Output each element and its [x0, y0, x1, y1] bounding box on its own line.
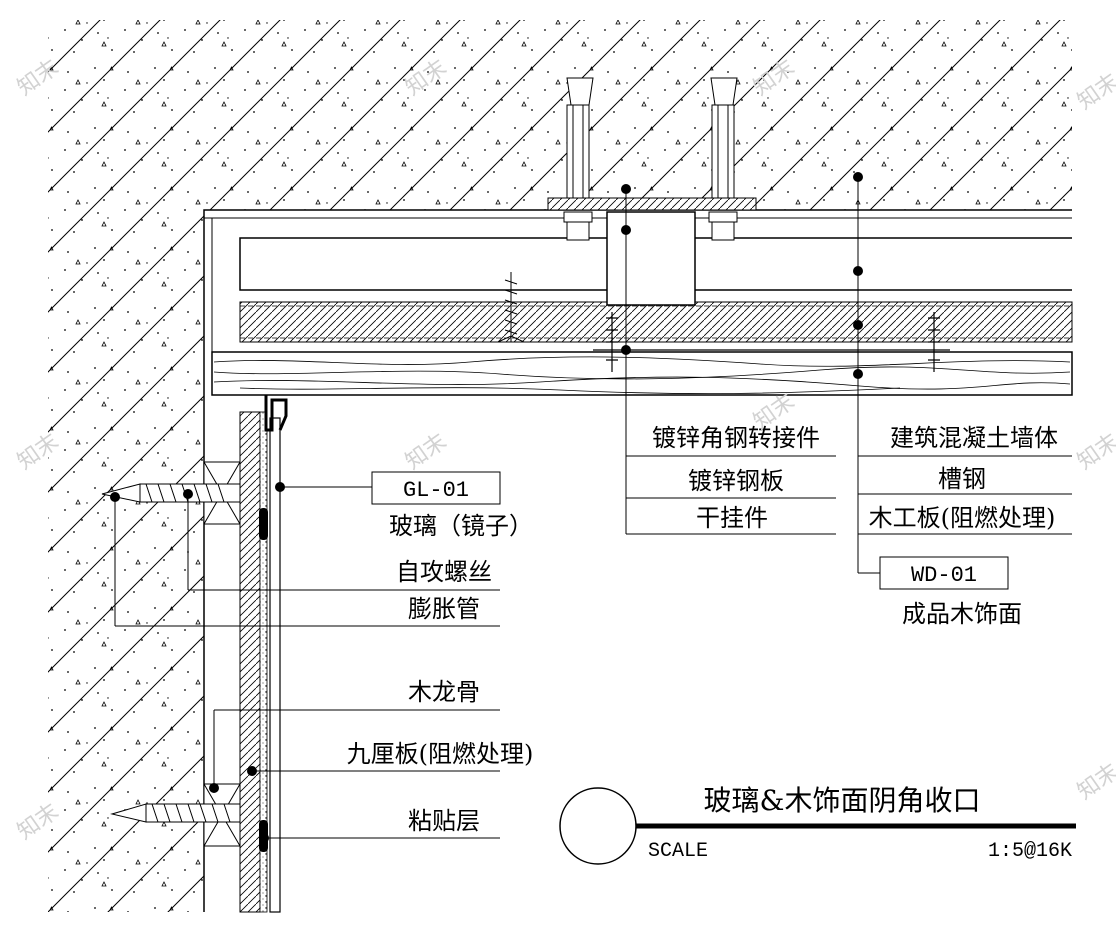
trim-profile: [264, 395, 288, 432]
label-adhesive: 粘贴层: [408, 807, 480, 835]
scale-value: 1:5@16K: [988, 840, 1072, 863]
leader-dots: [110, 172, 863, 843]
blockboard: [239, 301, 1073, 343]
wd-code-box: [879, 556, 1009, 590]
label-anchor: 膨胀管: [408, 595, 480, 623]
adhesive-layer: [259, 411, 268, 913]
watermark-10: 知末: [1073, 759, 1116, 805]
angle-steel-connector: [606, 211, 696, 306]
concrete-wall-edge: [203, 209, 1072, 912]
anchor-bolt-left: [563, 77, 594, 241]
label-steel-plate: 镀锌钢板: [688, 467, 784, 495]
label-wood-finish: 成品木饰面: [902, 600, 1022, 628]
watermark-5: 知末: [401, 429, 451, 475]
watermark-9: 知末: [1073, 429, 1116, 475]
label-wood-keel: 木龙骨: [408, 678, 480, 706]
label-glass: 玻璃（镜子）: [389, 512, 533, 540]
label-gl-code: GL-01: [403, 478, 469, 503]
gl-code-box: [371, 471, 501, 505]
scale-label: SCALE: [648, 840, 708, 863]
label-blockboard: 木工板(阻燃处理): [869, 504, 1056, 532]
wood-finish-panel: [211, 351, 1073, 396]
wood-screw: [497, 272, 525, 343]
dry-hang-bracket: [593, 312, 950, 372]
label-wd-code: WD-01: [911, 563, 977, 588]
expansion-anchor-lower: [110, 803, 241, 823]
label-concrete-wall: 建筑混凝土墙体: [890, 424, 1058, 452]
watermark-8: 知末: [1073, 69, 1116, 115]
adhesive-pad-upper: [259, 508, 268, 540]
label-plywood: 九厘板(阻燃处理): [347, 740, 534, 768]
wood-grain: [213, 356, 1071, 395]
label-screw: 自攻螺丝: [396, 558, 492, 586]
glass-panel: [269, 417, 281, 913]
label-channel-steel: 槽钢: [938, 465, 986, 493]
leader-lines: [114, 177, 1072, 839]
label-dry-hang: 干挂件: [696, 504, 768, 532]
label-steel-connector: 镀锌角钢转接件: [652, 424, 820, 452]
steel-plate: [547, 197, 757, 211]
drawing-title: 玻璃&木饰面阴角收口: [704, 784, 981, 817]
anchor-bolt-right: [708, 77, 738, 241]
title-symbol: [559, 787, 637, 865]
concrete-wall: [48, 20, 1072, 912]
plywood-layer: [239, 411, 261, 913]
